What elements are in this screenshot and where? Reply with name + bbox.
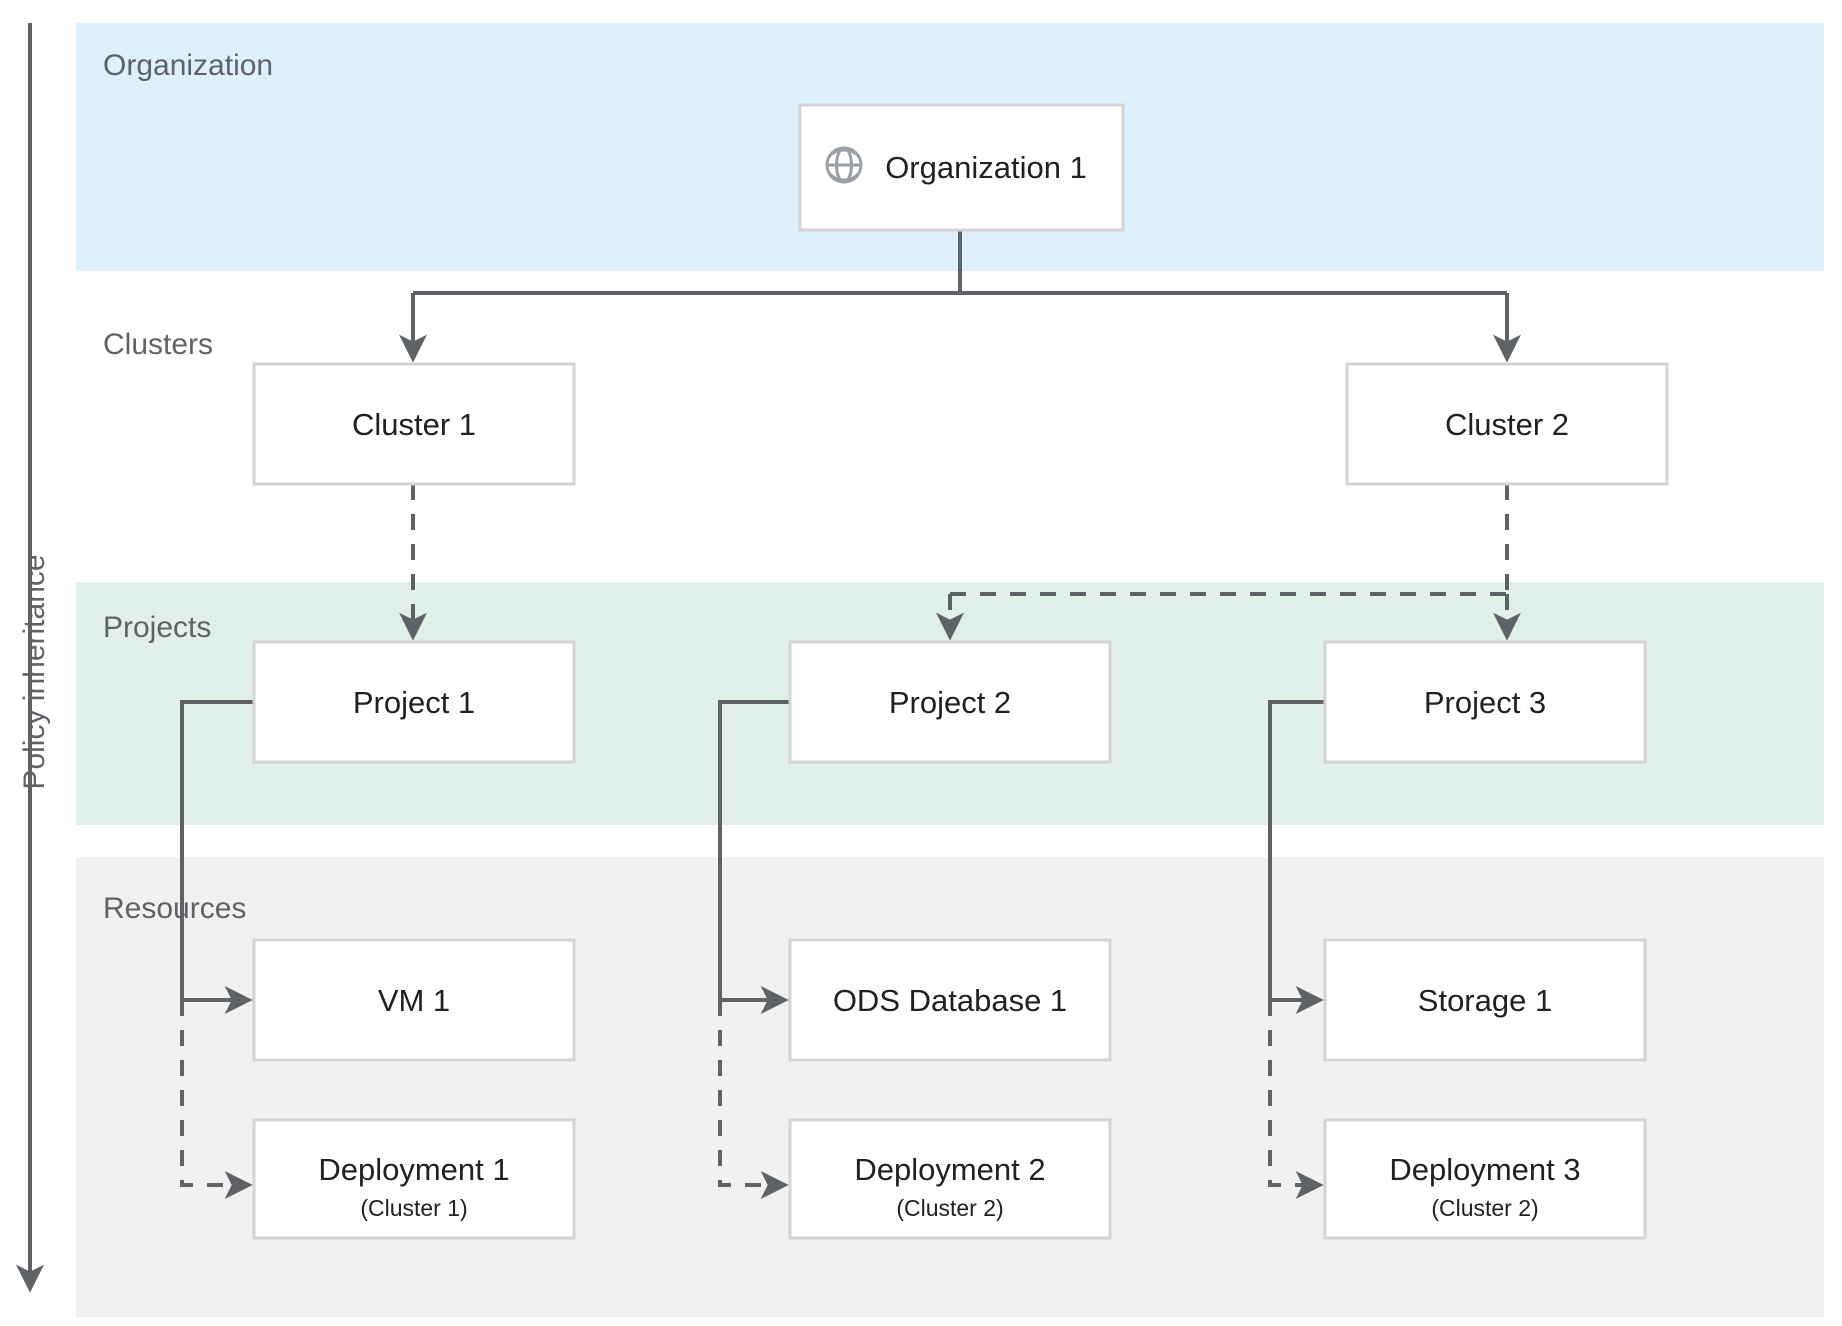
node-storage-1-box[interactable] bbox=[1323, 938, 1647, 1062]
edge-project3-to-deployment3 bbox=[1268, 1000, 1324, 1199]
band-clusters-label: Clusters bbox=[103, 328, 213, 361]
node-ods-database-1[interactable]: ODS Database 1 bbox=[788, 938, 1112, 1062]
node-deployment-3-label: Deployment 3 bbox=[1389, 1152, 1580, 1187]
band-projects-label: Projects bbox=[103, 611, 211, 644]
node-deployment-1-sublabel: (Cluster 1) bbox=[360, 1195, 467, 1221]
edge-project1-to-resources bbox=[180, 700, 254, 1199]
node-project-1-label: Project 1 bbox=[353, 685, 475, 720]
edge-project3-to-resources bbox=[1268, 700, 1325, 1199]
node-ods-database-1-box[interactable] bbox=[788, 938, 1112, 1062]
node-project-3-label: Project 3 bbox=[1424, 685, 1546, 720]
edge-org1-to-clusters bbox=[399, 230, 1521, 363]
globe-icon bbox=[825, 146, 863, 184]
edge-project2-elbow bbox=[718, 700, 790, 1000]
band-resources: Resources bbox=[76, 857, 1824, 1317]
node-project-1[interactable]: Project 1 bbox=[252, 640, 576, 764]
node-cluster-1-box[interactable] bbox=[252, 362, 576, 486]
node-vm-1-box[interactable] bbox=[252, 938, 576, 1062]
node-vm-1-label: VM 1 bbox=[378, 983, 450, 1018]
band-resources-label: Resources bbox=[103, 892, 246, 925]
edge-project1-to-deployment1 bbox=[180, 1000, 253, 1199]
policy-inheritance-label: Policy inheritance bbox=[18, 554, 51, 789]
node-deployment-3-sublabel: (Cluster 2) bbox=[1431, 1195, 1538, 1221]
node-cluster-2-box[interactable] bbox=[1345, 362, 1669, 486]
node-cluster-1[interactable]: Cluster 1 bbox=[252, 362, 576, 486]
node-vm-1[interactable]: VM 1 bbox=[252, 938, 576, 1062]
band-clusters: Clusters bbox=[103, 328, 213, 361]
node-deployment-1-box[interactable] bbox=[252, 1118, 576, 1240]
node-project-2-label: Project 2 bbox=[889, 685, 1011, 720]
edge-project1-elbow bbox=[180, 700, 254, 1000]
node-storage-1-label: Storage 1 bbox=[1418, 983, 1552, 1018]
node-project-2-box[interactable] bbox=[788, 640, 1112, 764]
band-organization-label: Organization bbox=[103, 49, 273, 82]
node-cluster-2[interactable]: Cluster 2 bbox=[1345, 362, 1669, 486]
node-cluster-2-label: Cluster 2 bbox=[1445, 407, 1569, 442]
band-resources-fill bbox=[76, 857, 1824, 1317]
node-organization-1-label: Organization 1 bbox=[885, 150, 1087, 185]
node-deployment-3[interactable]: Deployment 3 (Cluster 2) bbox=[1323, 1118, 1647, 1240]
node-deployment-2-sublabel: (Cluster 2) bbox=[896, 1195, 1003, 1221]
node-project-2[interactable]: Project 2 bbox=[788, 640, 1112, 764]
node-project-3-box[interactable] bbox=[1323, 640, 1647, 764]
node-organization-1-box[interactable] bbox=[798, 103, 1125, 232]
node-project-3[interactable]: Project 3 bbox=[1323, 640, 1647, 764]
node-project-1-box[interactable] bbox=[252, 640, 576, 764]
node-deployment-1[interactable]: Deployment 1 (Cluster 1) bbox=[252, 1118, 576, 1240]
node-deployment-2-box[interactable] bbox=[788, 1118, 1112, 1240]
edge-project3-elbow bbox=[1268, 700, 1325, 1000]
node-deployment-3-box[interactable] bbox=[1323, 1118, 1647, 1240]
node-cluster-1-label: Cluster 1 bbox=[352, 407, 476, 442]
node-ods-database-1-label: ODS Database 1 bbox=[833, 983, 1067, 1018]
node-storage-1[interactable]: Storage 1 bbox=[1323, 938, 1647, 1062]
node-deployment-2[interactable]: Deployment 2 (Cluster 2) bbox=[788, 1118, 1112, 1240]
edge-project2-to-resources bbox=[718, 700, 790, 1199]
node-deployment-1-label: Deployment 1 bbox=[318, 1152, 509, 1187]
policy-inheritance-axis: Policy inheritance bbox=[16, 23, 51, 1293]
edge-project2-to-deployment2 bbox=[718, 1000, 789, 1199]
node-organization-1[interactable]: Organization 1 bbox=[798, 103, 1125, 232]
node-deployment-2-label: Deployment 2 bbox=[854, 1152, 1045, 1187]
edge-cluster2-to-projects bbox=[936, 484, 1521, 641]
